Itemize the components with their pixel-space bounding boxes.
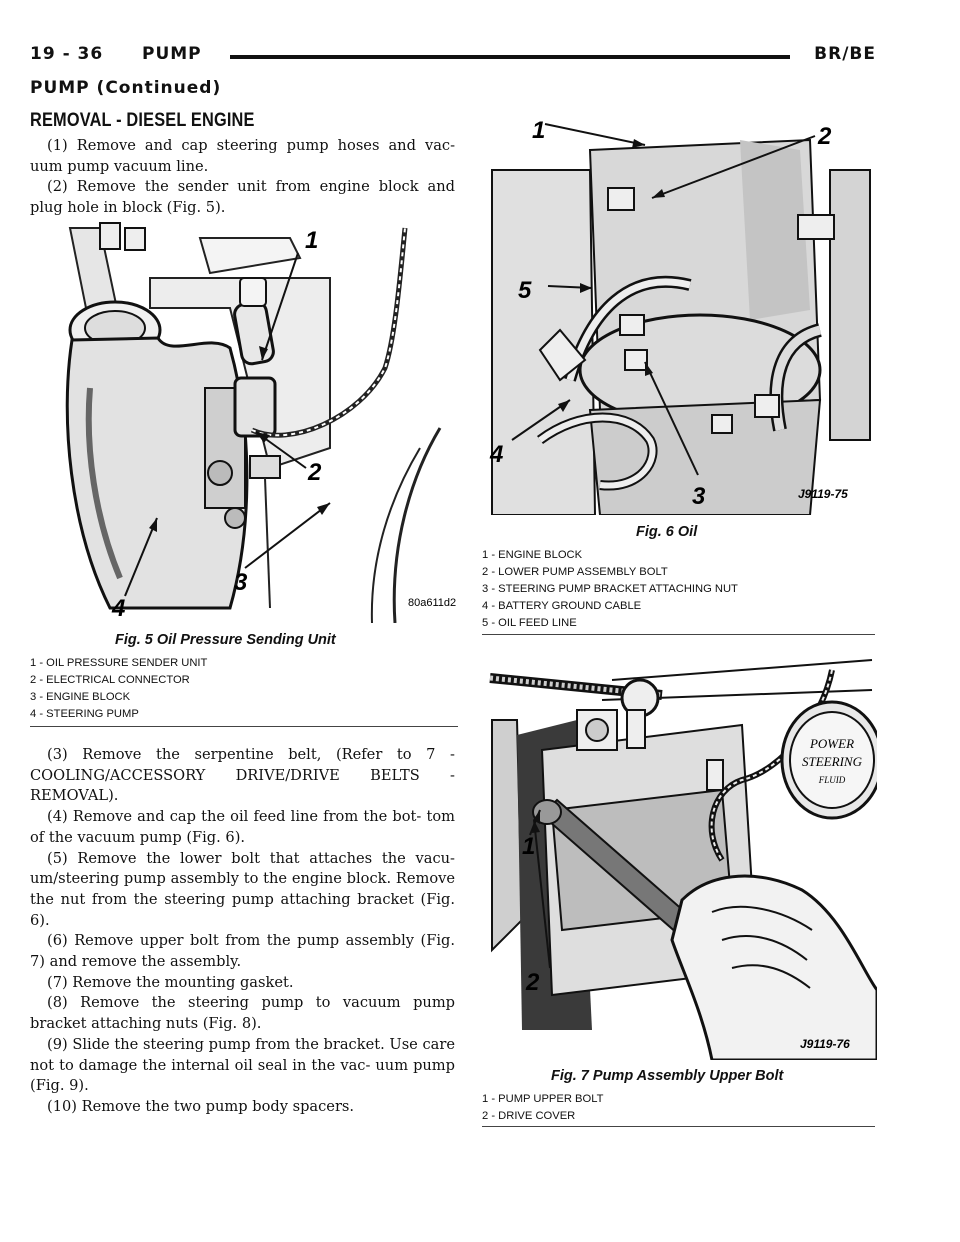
- cap-text-power: POWER: [809, 736, 854, 751]
- fig7-legend-item: 2 - DRIVE COVER: [482, 1110, 576, 1122]
- fig7-legend-item: 1 - PUMP UPPER BOLT: [482, 1093, 604, 1105]
- fig6-callout-1: 1: [532, 117, 545, 144]
- step-7: (7) Remove the mounting gasket.: [47, 973, 294, 991]
- step-3: (3) Remove the serpentine belt, (Refer t…: [30, 746, 455, 805]
- fig5-callout-3: 3: [234, 569, 248, 596]
- page-header: 19 - 36 PUMP BR/BE: [30, 44, 876, 68]
- fig6-legend-item: 4 - BATTERY GROUND CABLE: [482, 600, 642, 612]
- figure-6-illustration: 1 2 3 4 5 J9119-75: [480, 110, 875, 515]
- fig7-code: J9119-76: [800, 1037, 850, 1051]
- fig6-legend-item: 1 - ENGINE BLOCK: [482, 549, 583, 561]
- steps-top: (1) Remove and cap steering pump hoses a…: [30, 136, 455, 219]
- model-code: BR/BE: [814, 44, 876, 64]
- section-title: PUMP: [142, 44, 202, 64]
- fig7-legend: 1 - PUMP UPPER BOLT 2 - DRIVE COVER: [482, 1091, 603, 1125]
- continued-heading: PUMP (Continued): [30, 78, 222, 98]
- cap-text-fluid: FLUID: [818, 775, 846, 785]
- fig5-callout-1: 1: [305, 227, 318, 254]
- fig5-callout-4: 4: [111, 595, 125, 622]
- fig5-legend-item: 3 - ENGINE BLOCK: [30, 691, 131, 703]
- header-rule: [230, 55, 790, 59]
- fig6-callout-4: 4: [489, 441, 503, 468]
- fig5-legend-item: 4 - STEERING PUMP: [30, 708, 139, 720]
- fig7-callout-2: 2: [525, 969, 540, 996]
- fig7-callout-1: 1: [522, 833, 535, 860]
- step-2: (2) Remove the sender unit from engine b…: [30, 178, 455, 217]
- fig6-legend-item: 2 - LOWER PUMP ASSEMBLY BOLT: [482, 566, 668, 578]
- fig5-title: Fig. 5 Oil Pressure Sending Unit: [115, 632, 336, 648]
- step-10: (10) Remove the two pump body spacers.: [47, 1097, 355, 1115]
- fig6-legend-item: 5 - OIL FEED LINE: [482, 617, 577, 629]
- fig6-callout-2: 2: [817, 123, 832, 150]
- fig6-legend-item: 3 - STEERING PUMP BRACKET ATTACHING NUT: [482, 583, 738, 595]
- step-4: (4) Remove and cap the oil feed line fro…: [30, 808, 455, 846]
- step-1: (1) Remove and cap steering pump hoses a…: [30, 137, 455, 175]
- fig6-callout-3: 3: [692, 483, 706, 510]
- step-8: (8) Remove the steering pump to vacuum p…: [30, 994, 455, 1033]
- step-5: (5) Remove the lower bolt that attaches …: [30, 849, 455, 929]
- page-number: 19 - 36: [30, 44, 104, 64]
- fig5-callout-2: 2: [307, 459, 322, 486]
- fig6-callout-5: 5: [518, 277, 532, 304]
- fig6-code: J9119-75: [798, 487, 848, 501]
- cap-text-steering: STEERING: [802, 754, 863, 769]
- step-9: (9) Slide the steering pump from the bra…: [30, 1035, 455, 1095]
- fig5-legend-item: 1 - OIL PRESSURE SENDER UNIT: [30, 657, 208, 669]
- fig7-rule: [482, 1126, 875, 1127]
- fig5-rule: [30, 726, 458, 727]
- fig5-legend-item: 2 - ELECTRICAL CONNECTOR: [30, 674, 190, 686]
- steps-bottom: (3) Remove the serpentine belt, (Refer t…: [30, 745, 455, 1118]
- fig7-title: Fig. 7 Pump Assembly Upper Bolt: [551, 1068, 784, 1084]
- fig5-code: 80a611d2: [408, 597, 456, 609]
- removal-heading: REMOVAL - DIESEL ENGINE: [30, 110, 255, 131]
- figure-5-illustration: 1 2 3 4 80a611d2: [30, 218, 458, 623]
- fig6-legend: 1 - ENGINE BLOCK 2 - LOWER PUMP ASSEMBLY…: [482, 547, 738, 632]
- step-6: (6) Remove upper bolt from the pump asse…: [30, 932, 455, 971]
- fig6-rule: [482, 634, 875, 635]
- fig6-title: Fig. 6 Oil: [636, 524, 698, 540]
- fig5-legend: 1 - OIL PRESSURE SENDER UNIT 2 - ELECTRI…: [30, 655, 207, 723]
- figure-7-illustration: POWER STEERING FLUID 1 2 J9119-76: [482, 650, 877, 1060]
